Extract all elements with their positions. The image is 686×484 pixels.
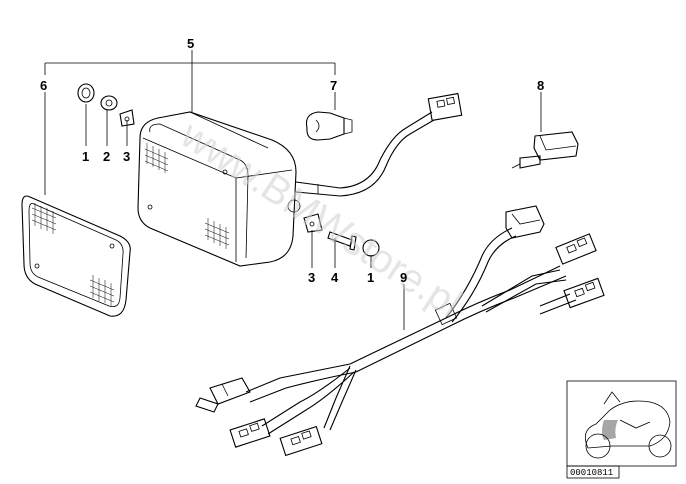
harness-connector-low bbox=[563, 277, 605, 309]
callout-2: 2 bbox=[103, 149, 110, 164]
leader-lines bbox=[44, 92, 542, 330]
housing-part-5 bbox=[137, 111, 301, 267]
clip-part-3-lower bbox=[303, 213, 323, 233]
callout-4: 4 bbox=[331, 270, 339, 285]
callout-7: 7 bbox=[330, 78, 337, 93]
callout-1-top: 1 bbox=[82, 149, 89, 164]
harness-connector-left-low bbox=[279, 425, 323, 457]
callout-1-lower: 1 bbox=[367, 270, 374, 285]
callout-9: 9 bbox=[400, 270, 407, 285]
harness-connector-mid bbox=[555, 233, 597, 265]
callout-8: 8 bbox=[537, 78, 544, 93]
callout-3-top: 3 bbox=[123, 149, 130, 164]
callout-6: 6 bbox=[40, 78, 47, 93]
callout-5: 5 bbox=[187, 36, 194, 51]
nut-part-1-lower bbox=[362, 239, 380, 257]
harness-connector-left-mid bbox=[229, 418, 271, 448]
washer-part-2 bbox=[100, 95, 118, 111]
reference-code: 00010811 bbox=[570, 468, 613, 478]
plug-part-8 bbox=[511, 131, 579, 169]
bolt-part-4 bbox=[327, 231, 357, 251]
harness-connector-top bbox=[505, 205, 545, 239]
socket-cable bbox=[295, 92, 463, 197]
clip-part-3 bbox=[119, 109, 135, 127]
harness-part-9 bbox=[195, 205, 605, 457]
bulb-part-7 bbox=[305, 111, 353, 141]
callout-3-lower: 3 bbox=[308, 270, 315, 285]
watermark-text: www.BMWstore.pl bbox=[172, 112, 469, 326]
lens-part-6 bbox=[21, 195, 131, 317]
group-bracket bbox=[44, 50, 336, 112]
reference-code-box: 00010811 bbox=[566, 465, 620, 479]
harness-connector-left-top bbox=[195, 377, 251, 413]
nut-part-1 bbox=[77, 83, 95, 103]
motorcycle-thumbnail bbox=[566, 380, 677, 467]
